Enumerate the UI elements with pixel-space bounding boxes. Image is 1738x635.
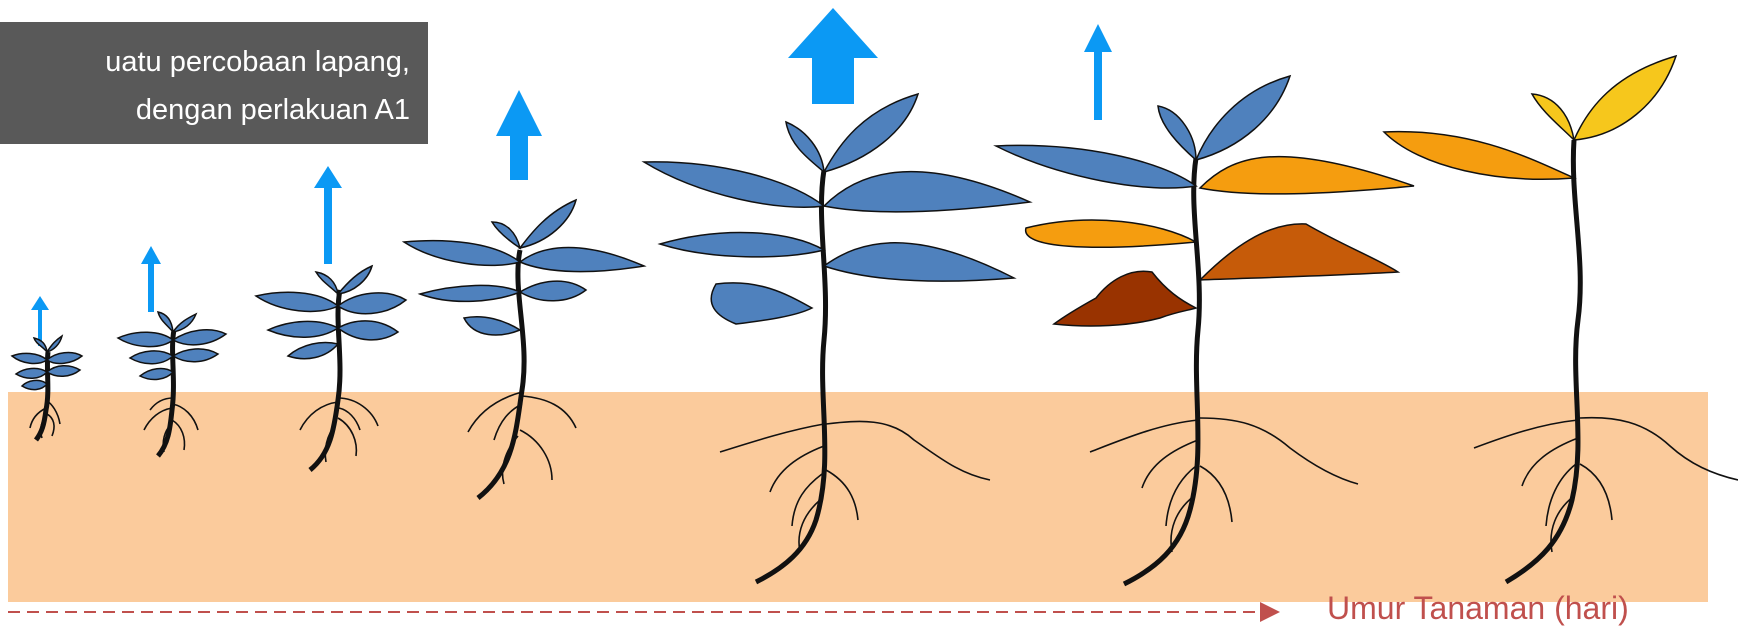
growth-arrow-stage-3 [324,186,332,264]
growth-arrow-head-stage-4 [496,90,542,136]
info-callout: uatu percobaan lapang, dengan perlakuan … [0,22,428,144]
leaves [1384,56,1676,179]
callout-line-1: uatu percobaan lapang, [105,46,410,79]
growth-arrow-head-stage-6 [1084,24,1112,52]
time-axis-label: Umur Tanaman (hari) [1327,590,1629,627]
growth-arrow-stage-5 [812,56,854,104]
growth-arrow-stage-6 [1094,50,1102,120]
leaves [996,76,1414,326]
growth-arrow-head-stage-5 [788,8,878,58]
leaves [644,94,1030,324]
growth-arrow-stage-2 [148,264,154,312]
callout-line-2: dengan perlakuan A1 [136,94,410,127]
leaves [404,200,644,335]
growth-arrow-head-stage-3 [314,166,342,188]
growth-arrow-head-stage-2 [141,246,161,264]
leaves [256,266,406,359]
soil-band [8,392,1708,602]
growth-arrow-head-stage-1 [31,296,49,310]
growth-arrow-stage-4 [510,134,528,180]
